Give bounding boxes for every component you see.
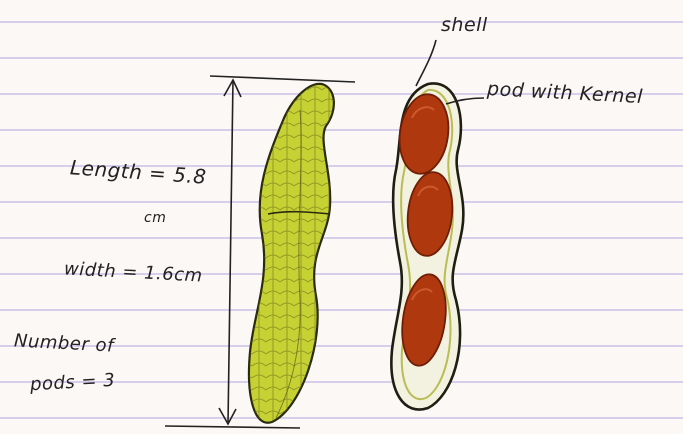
length-unit-annotation: cm <box>144 210 166 226</box>
pod-count-value: pods = 3 <box>30 370 116 395</box>
shell-label: shell <box>441 14 488 36</box>
whole-peanut-shell <box>249 84 334 423</box>
opened-peanut-pod <box>391 83 463 409</box>
